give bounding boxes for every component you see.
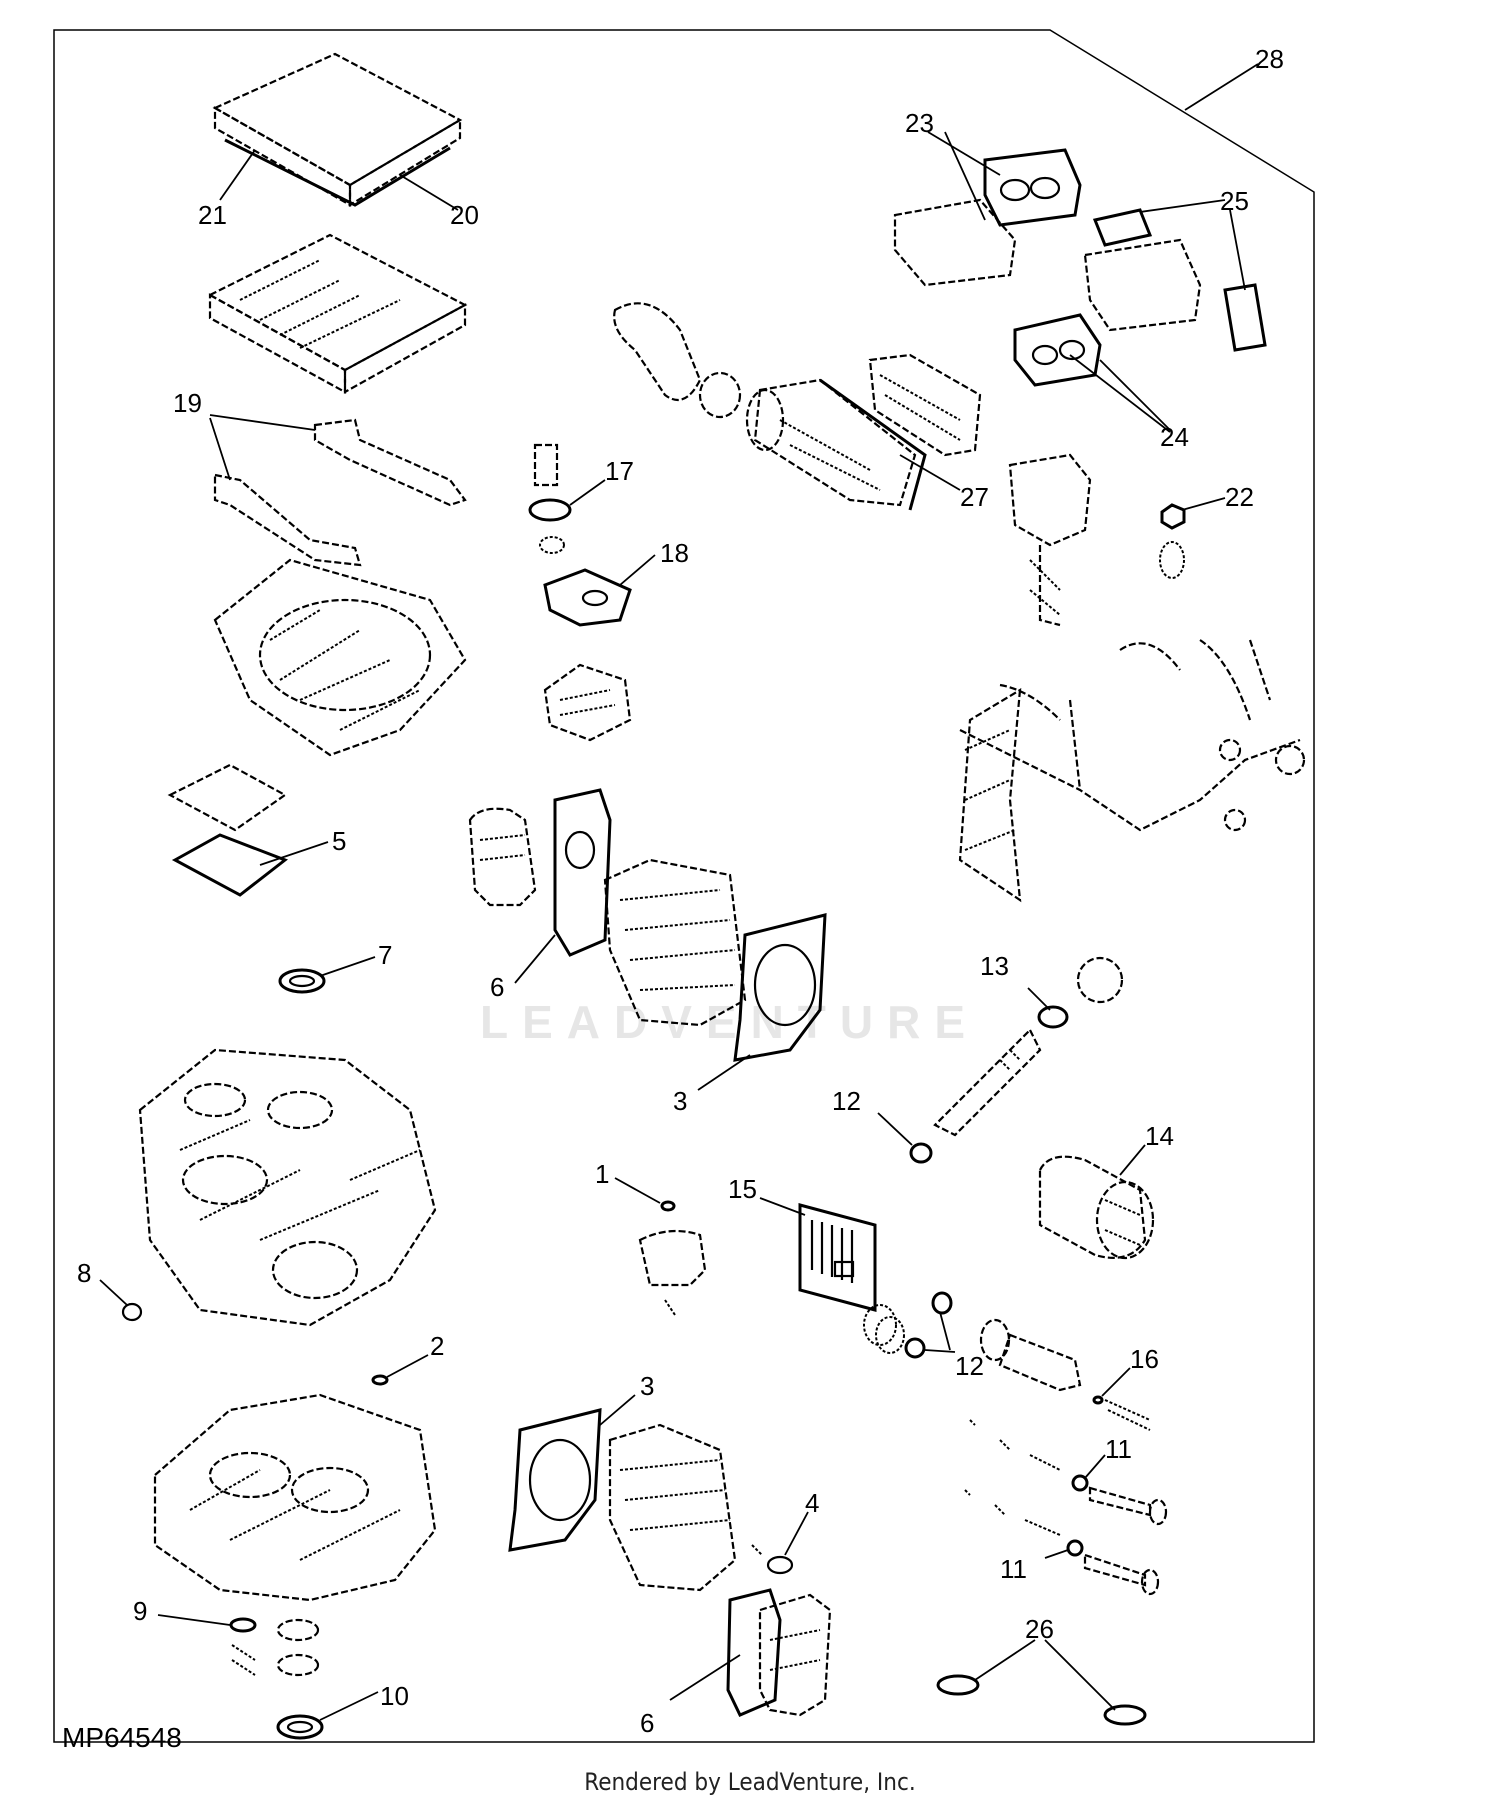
drive-sheave [638,1229,707,1316]
callout-labels: 28 23 25 24 22 27 21 20 19 17 18 5 7 6 3… [77,44,1284,1738]
head-gasket-3-upper [733,913,827,1062]
watermark: LEADVENTURE [480,996,980,1048]
diagram-frame [53,29,1315,1743]
callout-23: 23 [905,108,934,138]
muffler [745,378,927,511]
muffler-bracket [1008,453,1092,627]
callout-24: 24 [1160,422,1189,452]
callout-22: 22 [1225,482,1254,512]
fuel-pump-body [543,663,632,742]
cylinder-head-lower [608,1423,737,1592]
callout-4: 4 [805,1488,819,1518]
callout-27: 27 [960,482,989,512]
oil-seal-7 [278,968,326,994]
leader-lines [99,63,1259,1721]
valve-spring-16 [1092,1395,1151,1431]
callout-14: 14 [1145,1121,1174,1151]
o-ring-12-upper [909,1142,933,1164]
pump-gasket-18 [543,568,632,627]
callout-13: 13 [980,951,1009,981]
callout-10: 10 [380,1681,409,1711]
plug-1 [660,1200,676,1212]
nut-22 [1159,503,1186,579]
o-ring-12-lower [904,1291,953,1359]
callout-21: 21 [198,200,227,230]
callout-9: 9 [133,1596,147,1626]
gasket-24 [1013,313,1102,387]
air-filter-element [212,52,463,207]
intake-tube [613,302,742,419]
callout-18: 18 [660,538,689,568]
oil-pump-parts [863,1304,1082,1392]
callout-12-upper: 12 [832,1086,861,1116]
muffler-heat-shield [868,353,982,457]
gasket-6-lower [726,1588,782,1717]
fitting-17 [528,443,572,554]
plug-8 [121,1302,143,1322]
callout-12-lower: 12 [955,1351,984,1381]
callout-11-upper: 11 [1105,1434,1132,1464]
valve-cover-upper [468,807,537,907]
carb-base-plate [213,558,467,757]
figure-id: MP64548 [62,1722,182,1753]
callout-1: 1 [595,1159,609,1189]
callout-15: 15 [728,1174,757,1204]
gasket-25 [1083,208,1267,352]
cylinder-head-upper [603,858,747,1027]
plug-4 [751,1544,794,1575]
gasket-6-upper [553,788,612,957]
gasket-26 [936,1674,1147,1726]
callout-5: 5 [332,826,346,856]
callout-28: 28 [1255,44,1284,74]
wiring-harness [958,639,1306,903]
valve-11-upper [969,1419,1168,1526]
callout-6-upper: 6 [490,972,504,1002]
callout-25: 25 [1220,186,1249,216]
dipstick-13 [933,956,1124,1137]
oil-filter-14 [1038,1155,1155,1260]
oil-seal-10 [276,1714,324,1740]
head-gasket-3-lower [508,1408,602,1552]
callout-3-upper: 3 [673,1086,687,1116]
callout-2: 2 [430,1331,444,1361]
air-filter-bracket-19 [213,418,467,567]
air-filter-housing [207,233,468,394]
filter-pad-15 [798,1203,877,1312]
callout-8: 8 [77,1258,91,1288]
callout-26: 26 [1025,1614,1054,1644]
washer-2 [371,1374,389,1386]
callout-20: 20 [450,200,479,230]
callout-7: 7 [378,940,392,970]
footer-credit: Rendered by LeadVenture, Inc. [584,1768,916,1796]
seal-9 [229,1617,257,1676]
callout-17: 17 [605,456,634,486]
callout-19: 19 [173,388,202,418]
valve-cover-lower [758,1593,832,1717]
callout-3-lower: 3 [640,1371,654,1401]
crankcase-lower [153,1393,437,1602]
crankcase-upper [138,1048,437,1327]
bushing-lower [276,1618,320,1677]
callout-11-lower: 11 [1000,1554,1027,1584]
gasket-5 [167,763,289,897]
intake-manifold-23 [893,148,1082,287]
callout-16: 16 [1130,1344,1159,1374]
valve-11-lower [964,1489,1160,1596]
callout-6-lower: 6 [640,1708,654,1738]
